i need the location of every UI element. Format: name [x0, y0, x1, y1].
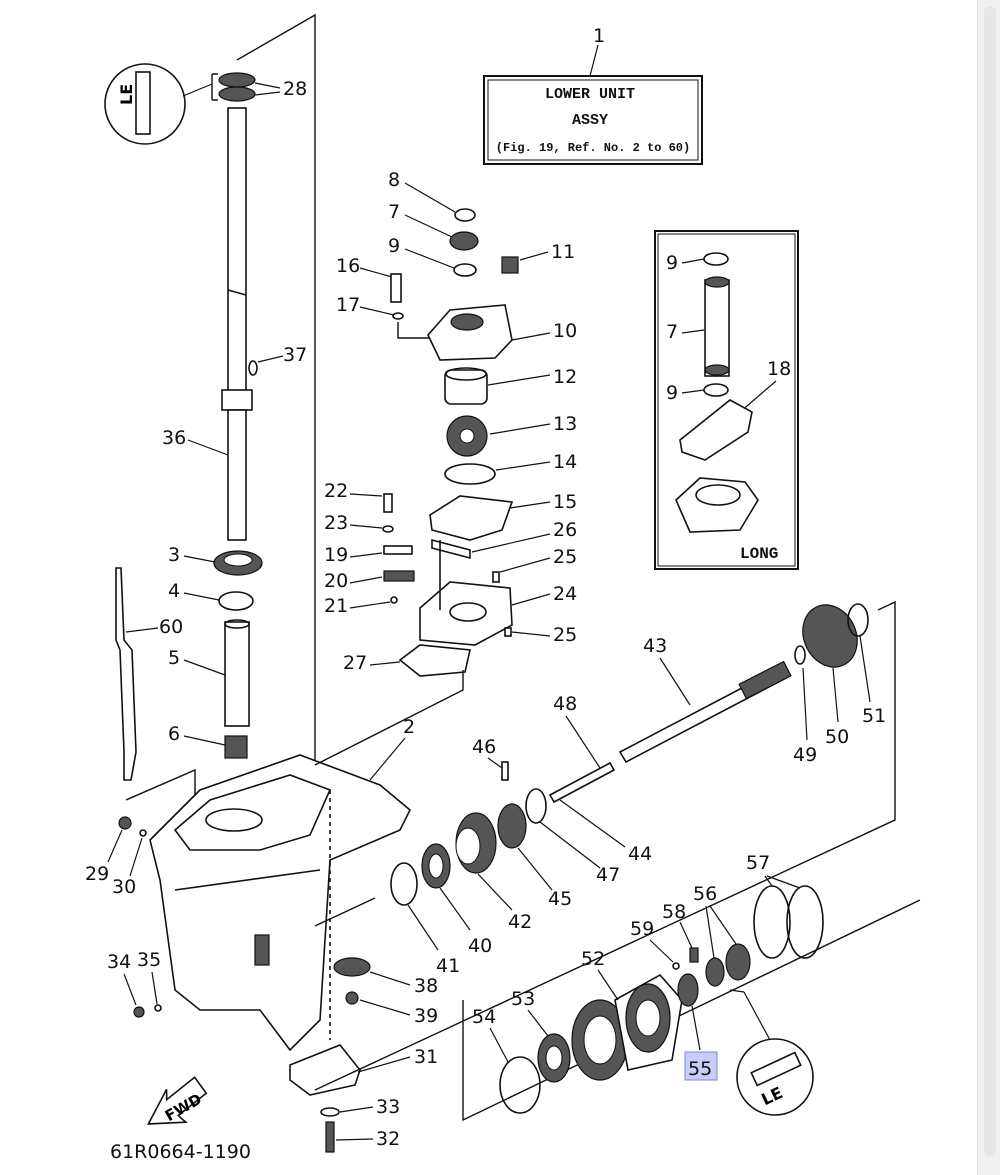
ref-label-59[interactable]: 59	[630, 918, 654, 940]
ref-label-47[interactable]: 47	[596, 864, 620, 886]
ref-label-43[interactable]: 43	[643, 635, 667, 657]
ref-label-56[interactable]: 56	[693, 883, 717, 905]
ref-label-42[interactable]: 42	[508, 911, 532, 933]
ref-label-25a[interactable]: 25	[553, 546, 577, 568]
title-box: 1 LOWER UNIT ASSY (Fig. 19, Ref. No. 2 t…	[483, 25, 703, 165]
ref-label-5[interactable]: 5	[168, 647, 180, 669]
inset-label-18[interactable]: 18	[767, 358, 791, 380]
ref-label-55[interactable]: 55	[688, 1058, 712, 1080]
ref-label-11[interactable]: 11	[551, 241, 575, 263]
ref-label-23[interactable]: 23	[324, 512, 348, 534]
inset-caption-long: LONG	[740, 545, 778, 563]
ref-label-45[interactable]: 45	[548, 888, 572, 910]
ref-label-34[interactable]: 34	[107, 951, 131, 973]
ref-label-33[interactable]: 33	[376, 1096, 400, 1118]
ref-label-29[interactable]: 29	[85, 863, 109, 885]
ref-label-38[interactable]: 38	[414, 975, 438, 997]
ref-label-46[interactable]: 46	[472, 736, 496, 758]
ref-label-39[interactable]: 39	[414, 1005, 438, 1027]
ref-label-10[interactable]: 10	[553, 320, 577, 342]
ref-label-35[interactable]: 35	[137, 949, 161, 971]
ref-label-26[interactable]: 26	[553, 519, 577, 541]
inset-label-7[interactable]: 7	[666, 321, 678, 343]
highlight-part-55[interactable]	[684, 1051, 718, 1081]
ref-label-37[interactable]: 37	[283, 344, 307, 366]
ref-label-17[interactable]: 17	[336, 294, 360, 316]
water-pump-group: 8 7 9 16 17 11 10 12 13	[314, 169, 577, 766]
ref-label-58[interactable]: 58	[662, 901, 686, 923]
drawing-number: 61R0664-1190	[110, 1141, 251, 1163]
ref-label-36[interactable]: 36	[162, 427, 186, 449]
ref-label-57[interactable]: 57	[746, 852, 770, 874]
ref-label-7[interactable]: 7	[388, 201, 400, 223]
ref-label-16[interactable]: 16	[336, 255, 360, 277]
ref-label-54[interactable]: 54	[472, 1006, 496, 1028]
ref-label-28[interactable]: 28	[283, 78, 307, 100]
inset-label-9-bottom[interactable]: 9	[666, 382, 678, 404]
inset-label-9-top[interactable]: 9	[666, 252, 678, 274]
ref-label-48[interactable]: 48	[553, 693, 577, 715]
ref-label-44[interactable]: 44	[628, 843, 652, 865]
ref-label-22[interactable]: 22	[324, 480, 348, 502]
ref-label-30[interactable]: 30	[112, 876, 136, 898]
drive-shaft-group: LE 28 36 37 3 4 5	[104, 13, 316, 765]
title-line-1: LOWER UNIT	[545, 86, 635, 103]
inset-long-box: 9 7 9 18 LONG	[654, 230, 799, 570]
ref-label-9[interactable]: 9	[388, 235, 400, 257]
ref-label-50[interactable]: 50	[825, 726, 849, 748]
ref-label-51[interactable]: 51	[862, 705, 886, 727]
ref-label-19[interactable]: 19	[324, 544, 348, 566]
ref-label-4[interactable]: 4	[168, 580, 180, 602]
ref-label-12[interactable]: 12	[553, 366, 577, 388]
scrollbar-thumb[interactable]	[984, 6, 996, 1156]
ref-label-40[interactable]: 40	[468, 935, 492, 957]
ref-label-32[interactable]: 32	[376, 1128, 400, 1150]
title-line-2: ASSY	[572, 112, 608, 129]
ref-label-27[interactable]: 27	[343, 652, 367, 674]
ref-label-2[interactable]: 2	[403, 716, 415, 738]
grease-icon-text: LE	[117, 84, 136, 105]
bearing-housing-group: 57 56 58 59 52 55 53 54	[462, 852, 921, 1122]
ref-label-13[interactable]: 13	[553, 413, 577, 435]
title-line-3: (Fig. 19, Ref. No. 2 to 60)	[496, 141, 690, 155]
vertical-scrollbar[interactable]	[977, 0, 1000, 1175]
ref-label-53[interactable]: 53	[511, 988, 535, 1010]
ref-label-24[interactable]: 24	[553, 583, 577, 605]
ref-label-3[interactable]: 3	[168, 544, 180, 566]
ref-label-6[interactable]: 6	[168, 723, 180, 745]
ref-label-14[interactable]: 14	[553, 451, 577, 473]
ref-label-21[interactable]: 21	[324, 595, 348, 617]
propeller-shaft-group: 43 49 50 51 48 46 44 47 45 42	[314, 600, 896, 1091]
ref-label-60[interactable]: 60	[159, 616, 183, 638]
lower-case-group: 2 29 30 34 35 38 39 31 33 32 F	[85, 716, 438, 1163]
ref-label-8[interactable]: 8	[388, 169, 400, 191]
ref-label-31[interactable]: 31	[414, 1046, 438, 1068]
ref-label-1[interactable]: 1	[593, 25, 605, 47]
ref-label-52[interactable]: 52	[581, 948, 605, 970]
ref-label-25b[interactable]: 25	[553, 624, 577, 646]
ref-label-20[interactable]: 20	[324, 570, 348, 592]
shift-rod-group: 60	[115, 567, 196, 820]
ref-label-15[interactable]: 15	[553, 491, 577, 513]
ref-label-49[interactable]: 49	[793, 744, 817, 766]
ref-label-41[interactable]: 41	[436, 955, 460, 977]
